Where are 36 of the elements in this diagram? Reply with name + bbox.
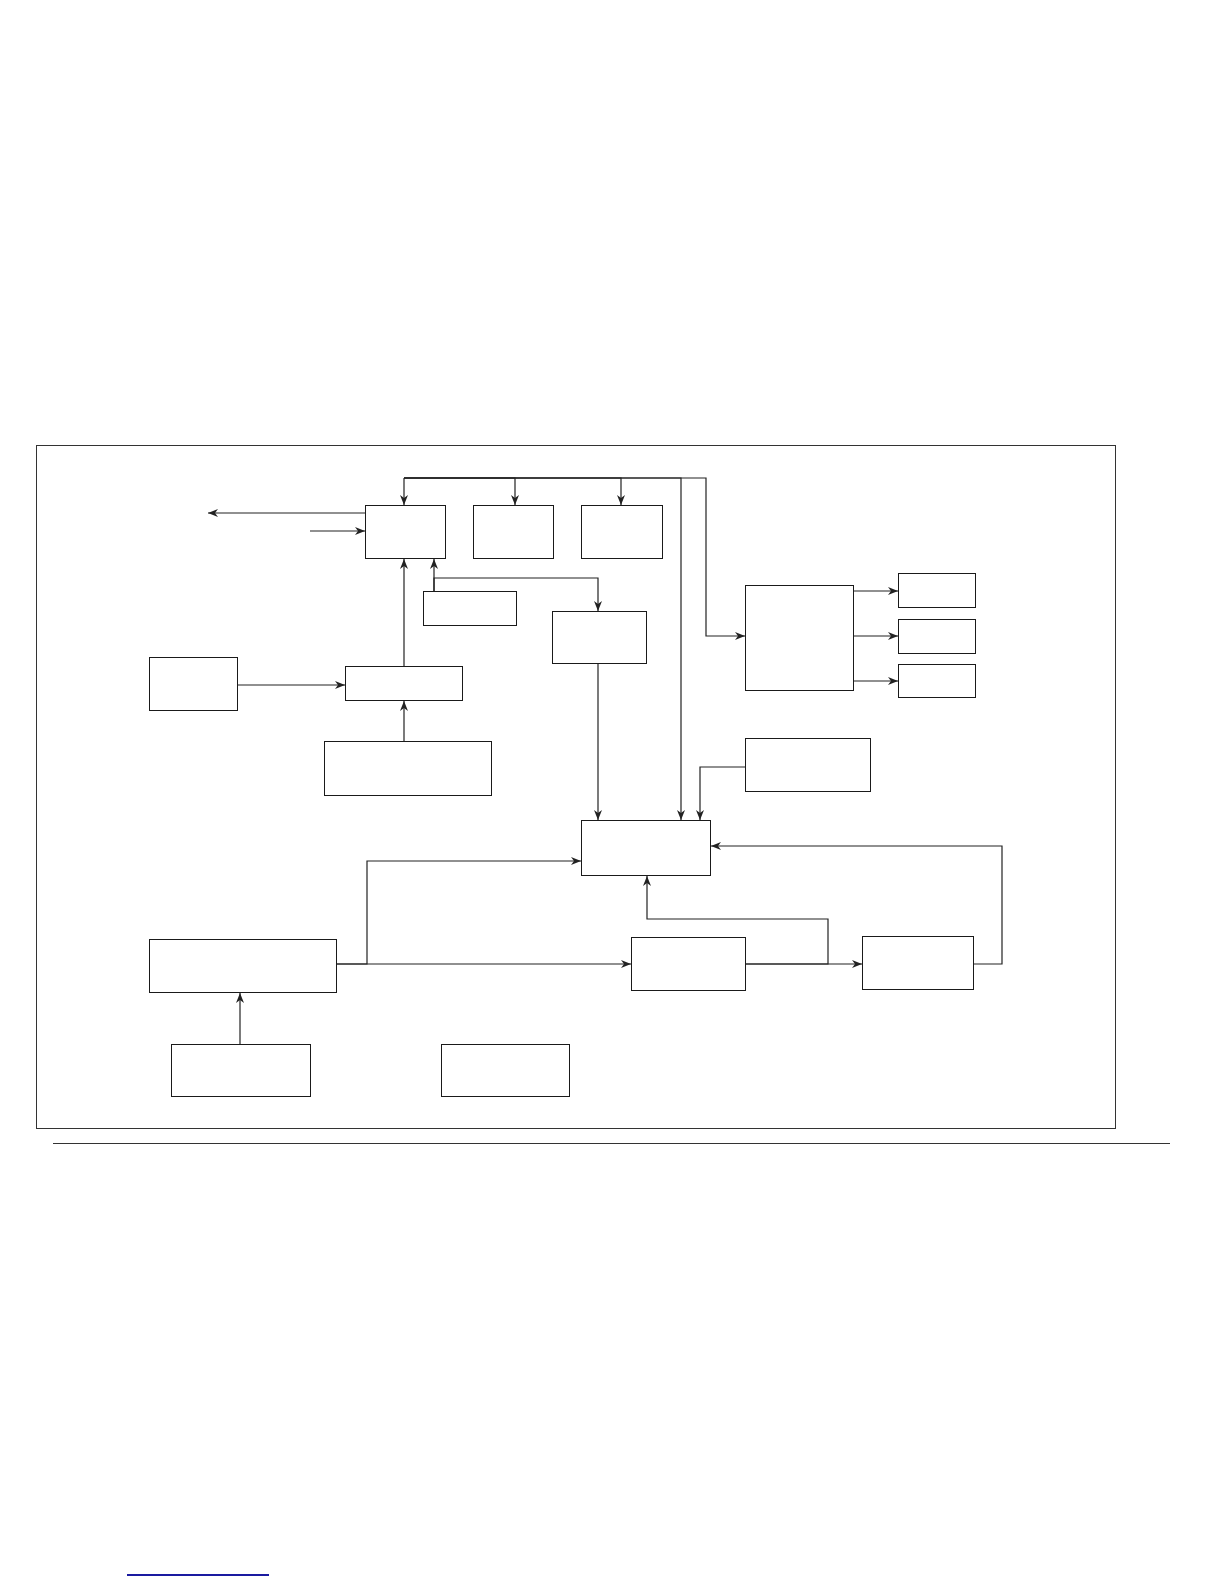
block-box	[898, 573, 976, 608]
arrow	[403, 477, 746, 640]
block-box	[552, 611, 647, 664]
block-box	[898, 619, 976, 654]
block-box	[324, 741, 492, 796]
arrow	[853, 677, 899, 685]
arrow	[336, 960, 632, 968]
arrow	[400, 700, 408, 742]
block-box	[149, 657, 238, 711]
block-box	[171, 1044, 311, 1097]
arrow	[236, 992, 244, 1045]
block-box	[745, 585, 854, 691]
arrow	[309, 527, 366, 535]
arrow	[853, 632, 899, 640]
arrow	[433, 577, 602, 612]
arrow	[237, 681, 346, 689]
block-box	[441, 1044, 570, 1097]
block-box	[423, 591, 517, 626]
block-box	[345, 666, 463, 701]
block-box	[473, 505, 554, 559]
block-box	[631, 937, 746, 991]
block-box	[365, 505, 446, 559]
block-box	[898, 664, 976, 698]
block-box	[149, 939, 337, 993]
block-box	[581, 505, 663, 559]
arrow	[400, 477, 408, 506]
arrow	[853, 587, 899, 595]
arrow	[643, 875, 829, 965]
block-box	[581, 820, 711, 876]
arrow	[400, 558, 408, 667]
arrow	[696, 766, 746, 821]
block-box	[745, 738, 871, 792]
arrow	[710, 842, 1003, 965]
block-box	[862, 936, 974, 990]
arrow	[207, 509, 366, 517]
arrow	[594, 663, 602, 821]
